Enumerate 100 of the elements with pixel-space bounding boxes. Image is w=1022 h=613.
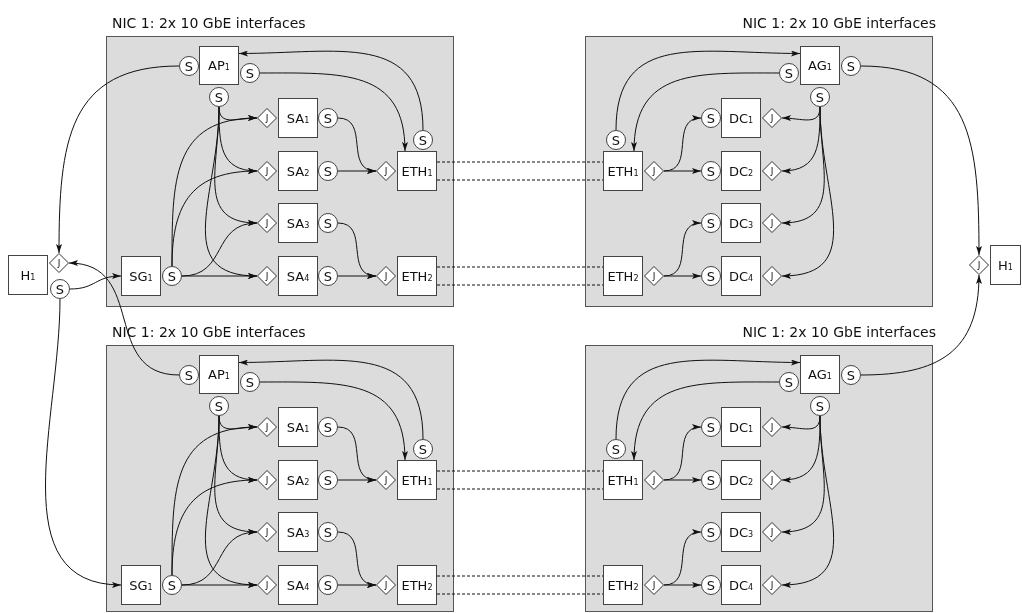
junction-diamond: J [376,470,396,490]
arrow [69,273,122,290]
socket-circle: S [606,439,626,459]
arrow [181,273,258,279]
arrow [181,220,258,277]
junction-diamond: J [762,522,782,542]
arrow [631,72,780,152]
arrow [171,168,258,267]
socket-circle: S [841,56,861,76]
socket-circle: S [240,372,260,392]
socket-circle: S [413,130,433,150]
socket-circle: S [162,266,182,286]
socket-circle: S [318,266,338,286]
junction-diamond: J [762,213,782,233]
arrow [218,415,258,483]
arrow [238,359,424,440]
socket-circle: S [701,161,721,181]
arrow [663,530,702,586]
socket-circle: S [701,522,721,542]
arrow [663,168,702,174]
junction-diamond: J [257,522,277,542]
dashed-link-line [436,161,604,163]
dashed-link-line [436,488,604,490]
socket-circle: S [701,266,721,286]
arrow [781,106,821,174]
panel-title: NIC 1: 2x 10 GbE interfaces [112,15,306,31]
arrow [781,415,821,483]
junction-diamond: J [257,470,277,490]
socket-circle: S [810,87,830,107]
dashed-link-line [436,593,604,595]
socket-circle: S [701,108,721,128]
dashed-link-line [436,284,604,286]
arrow [337,222,377,278]
dashed-link-line [436,470,604,472]
junction-diamond: J [376,266,396,286]
arrow [615,359,801,440]
socket-circle: S [701,417,721,437]
junction-diamond: J [49,253,69,273]
arrow [45,298,122,587]
arrow [238,50,424,131]
arrow [171,477,258,576]
socket-circle: S [841,365,861,385]
panel-title: NIC 1: 2x 10 GbE interfaces [112,324,306,340]
arrow [56,65,180,254]
socket-circle: S [179,56,199,76]
junction-diamond: J [257,575,277,595]
socket-circle: S [162,575,182,595]
dashed-link-line [436,575,604,577]
arrow [181,582,258,588]
socket-circle: S [50,279,70,299]
arrow [663,273,702,279]
arrow [663,582,702,588]
junction-diamond: J [644,266,664,286]
arrow [259,381,408,461]
arrow [860,274,982,376]
junction-diamond: J [644,470,664,490]
dashed-link-line [436,266,604,268]
junction-diamond: J [257,108,277,128]
socket-circle: S [318,522,338,542]
arrow [171,115,258,267]
socket-circle: S [318,417,338,437]
arrow [663,477,702,483]
arrow [337,531,377,587]
junction-diamond: J [644,575,664,595]
junction-diamond: J [257,213,277,233]
socket-circle: S [318,470,338,490]
arrow [615,50,801,131]
panel-title: NIC 1: 2x 10 GbE interfaces [742,324,936,340]
junction-diamond: J [644,161,664,181]
arrow [205,106,258,279]
arrow [781,106,834,279]
socket-circle: S [413,439,433,459]
junction-diamond: J [257,417,277,437]
arrow [663,425,702,481]
arrow [631,381,780,461]
arrow [663,116,702,172]
junction-diamond: J [762,266,782,286]
arrow [337,273,377,279]
socket-circle: S [810,396,830,416]
junction-diamond: J [762,108,782,128]
socket-circle: S [318,575,338,595]
socket-circle: S [318,213,338,233]
socket-circle: S [606,130,626,150]
arrow [860,65,982,256]
socket-circle: S [701,213,721,233]
socket-circle: S [318,108,338,128]
junction-diamond: J [762,575,782,595]
socket-circle: S [179,365,199,385]
arrow [337,582,377,588]
panel-title: NIC 1: 2x 10 GbE interfaces [742,15,936,31]
socket-circle: S [779,63,799,83]
arrow [337,426,377,482]
junction-diamond: J [969,255,989,275]
socket-circle: S [779,372,799,392]
junction-diamond: J [257,266,277,286]
arrow [337,168,377,174]
arrow [68,261,180,376]
arrow [259,72,408,152]
arrow [181,529,258,586]
arrow [171,424,258,576]
